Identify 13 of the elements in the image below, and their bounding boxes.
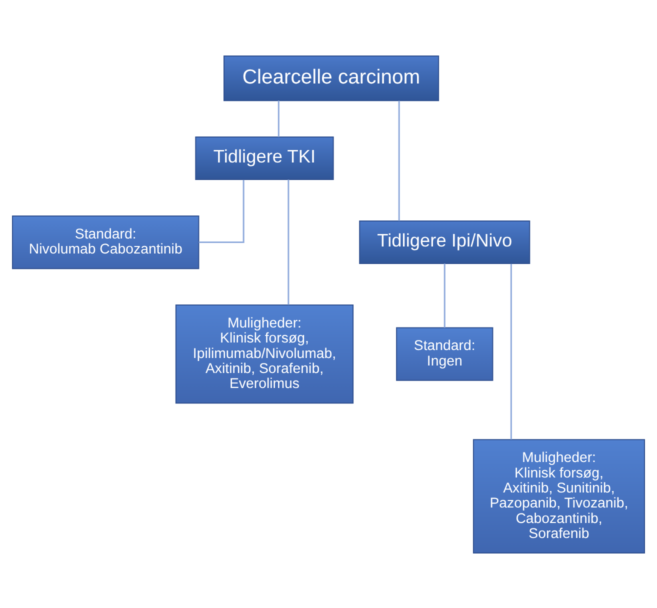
node-box: Tidligere Ipi/Nivo (359, 220, 530, 264)
node-box: Standard: Ingen (396, 326, 494, 380)
connector (288, 179, 290, 304)
connector (444, 263, 446, 328)
node-box: Tidligere TKI (195, 136, 334, 180)
connector (398, 100, 400, 220)
node-box: Muligheder: Klinisk forsøg, Axitinib, Sunitinib, Pazopanib, Tivozanib, Cabozantinib, Sorafenib (472, 438, 645, 553)
connector (510, 263, 512, 439)
connector (278, 100, 280, 136)
node-box: Muligheder: Klinisk forsøg, Ipilimumab/Nivolumab, Axitinib, Sorafenib, Everolimus (175, 304, 354, 404)
connector (198, 179, 244, 243)
node-box: Clearcelle carcinom (224, 55, 440, 101)
node-box: Standard: Nivolumab Cabozantinib (12, 214, 200, 269)
